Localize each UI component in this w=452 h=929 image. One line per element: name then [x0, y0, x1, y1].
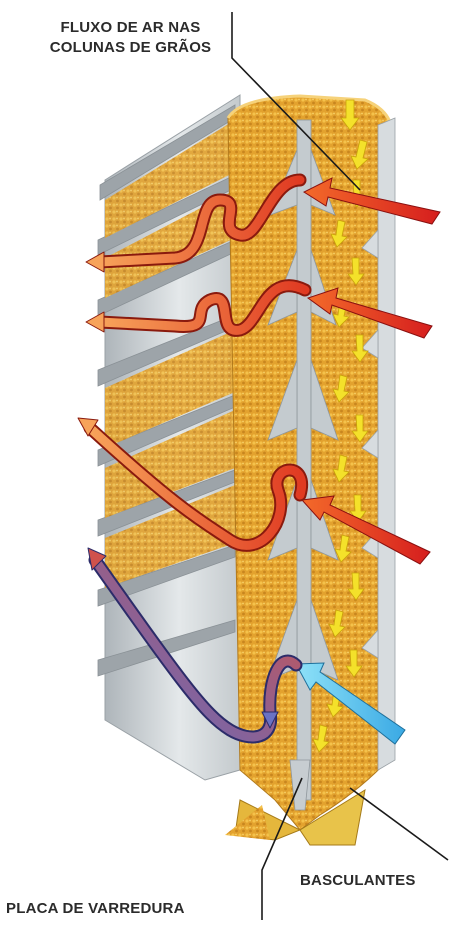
airflow-title-line-1: FLUXO DE AR NAS — [28, 18, 233, 38]
sweep-plate-label: PLACA DE VARREDURA — [6, 900, 185, 917]
tilting-label: BASCULANTES — [300, 872, 416, 889]
airflow-title-line-2: COLUNAS DE GRÃOS — [28, 38, 233, 58]
airflow-title-label: FLUXO DE AR NAS COLUNAS DE GRÃOS — [28, 18, 233, 58]
leader-tilting — [350, 788, 448, 860]
